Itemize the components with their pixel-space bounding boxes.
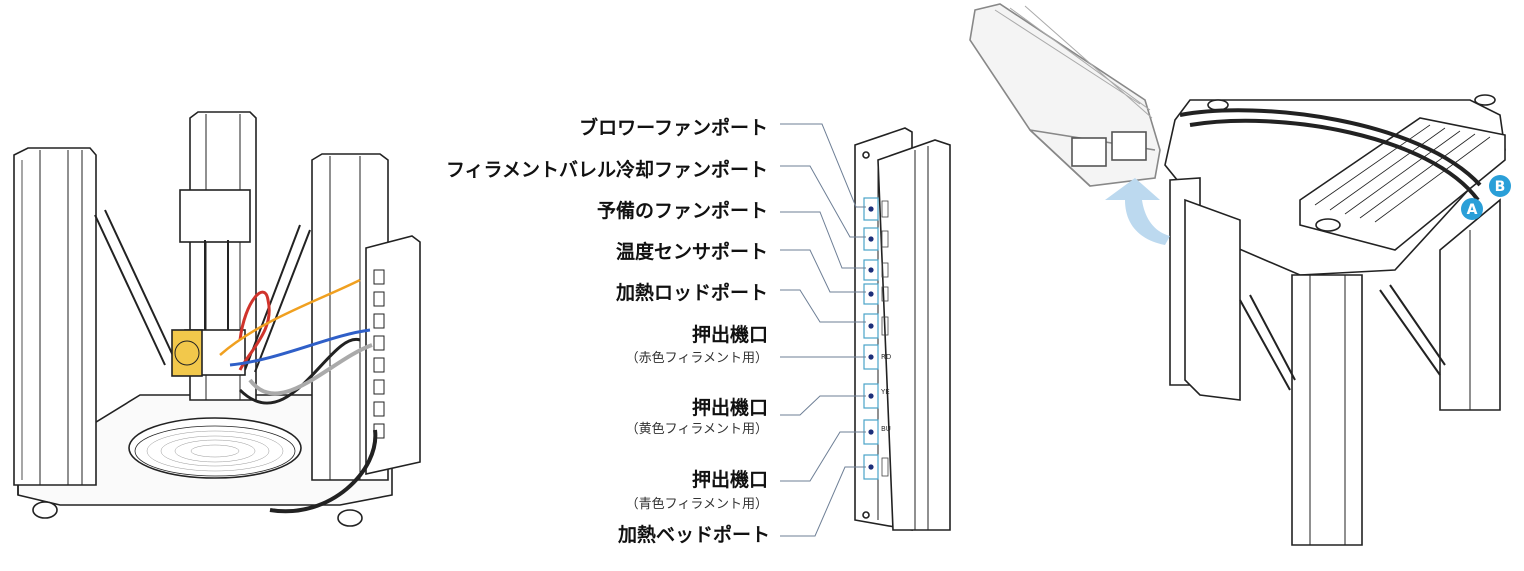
leader-line <box>780 123 866 208</box>
port-code-red: RD <box>881 353 891 361</box>
leader-line <box>780 211 866 269</box>
label-extruder-red-sub: （赤色フィラメント用） <box>626 350 768 366</box>
leader-line <box>780 395 866 416</box>
label-heater-rod-port: 加熱ロッドポート <box>615 281 768 304</box>
port-dot <box>868 393 874 399</box>
port-connector <box>881 286 889 302</box>
port-dot <box>868 291 874 297</box>
port-code-blue: BU <box>881 425 891 433</box>
label-extruder-yellow-sub: （黄色フィラメント用） <box>626 421 768 437</box>
label-extruder-blue-title: 押出機口 <box>692 468 768 491</box>
badge-b-text: B <box>1495 179 1506 195</box>
port-dot <box>868 354 874 360</box>
label-spare-fan-port: 予備のファンポート <box>597 199 768 222</box>
port-code-yellow: YE <box>880 388 890 396</box>
port-connector <box>881 316 889 336</box>
leader-line <box>780 466 866 537</box>
leader-line <box>780 431 866 482</box>
leader-line <box>780 289 866 323</box>
port-dot <box>868 464 874 470</box>
port-dot <box>868 323 874 329</box>
port-labels: ブロワーファンポート フィラメントバレル冷却ファンポート 予備のファンポート 温… <box>446 116 770 546</box>
label-extruder-yellow-title: 押出機口 <box>692 396 768 419</box>
port-connector <box>881 457 889 477</box>
printer-overview-illustration <box>13 111 421 527</box>
badge-a: A <box>1461 198 1483 220</box>
label-extruder-blue-sub: （青色フィラメント用） <box>626 496 768 512</box>
port-connector <box>881 200 889 218</box>
label-heated-bed-port: 加熱ベッドポート <box>617 523 770 546</box>
leader-lines <box>780 123 866 537</box>
port-dot <box>868 236 874 242</box>
port-connector <box>881 262 889 278</box>
leader-line <box>780 249 866 293</box>
port-dot <box>868 429 874 435</box>
badge-b: B <box>1489 175 1511 197</box>
label-barrel-fan-port: フィラメントバレル冷却ファンポート <box>446 158 768 181</box>
port-connector <box>881 230 889 248</box>
label-extruder-red-title: 押出機口 <box>692 323 768 346</box>
badge-a-text: A <box>1467 202 1478 218</box>
port-codes: RD YE BU <box>880 353 891 433</box>
port-dot <box>868 206 874 212</box>
port-dot <box>868 267 874 273</box>
label-blower-fan-port: ブロワーファンポート <box>579 116 768 139</box>
connection-arrow <box>1105 178 1170 245</box>
leader-line <box>780 165 866 238</box>
printer-top-illustration <box>969 3 1506 546</box>
port-slots <box>863 197 889 480</box>
label-temp-sensor-port: 温度センサポート <box>616 240 768 263</box>
